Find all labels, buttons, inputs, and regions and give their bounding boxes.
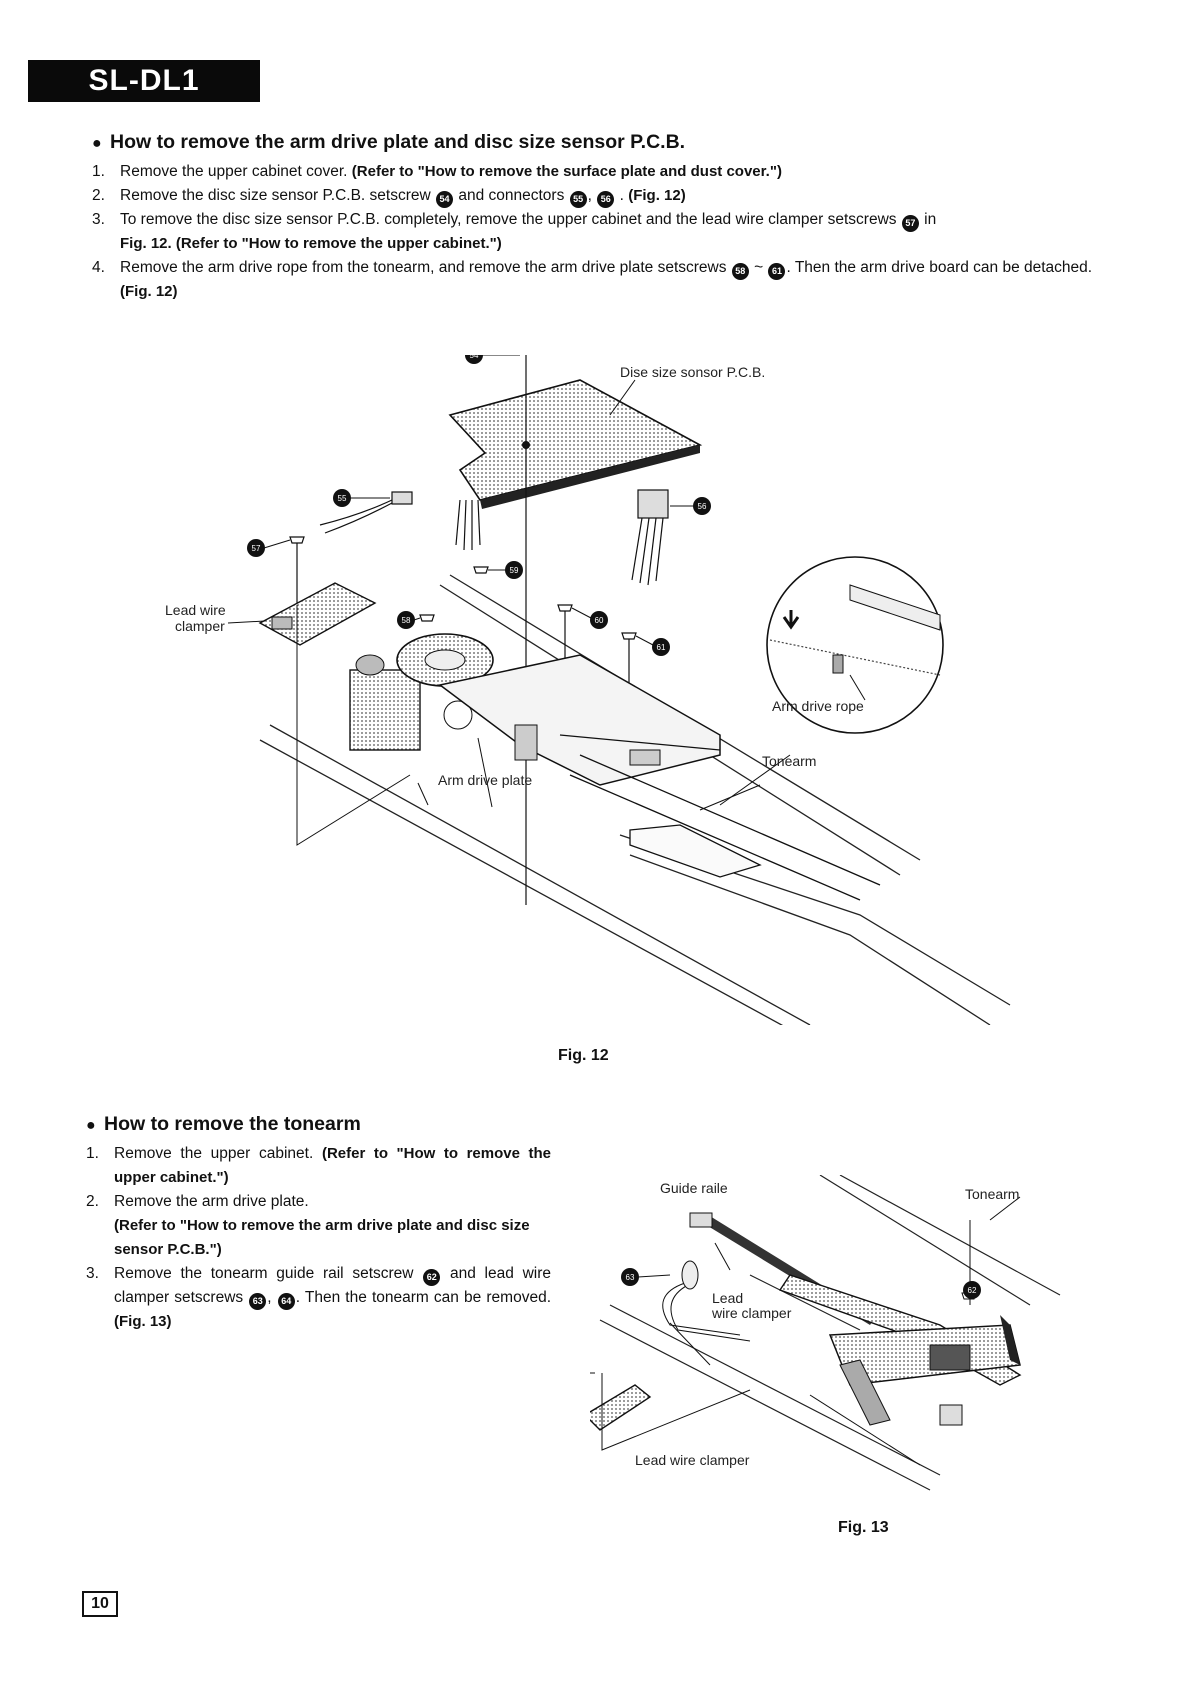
- section2-heading: ● How to remove the tonearm: [86, 1112, 551, 1138]
- section2-title: How to remove the tonearm: [104, 1113, 361, 1135]
- label-tonearm: Tonearm: [762, 753, 816, 769]
- lead-wire-clamper: [258, 582, 377, 646]
- callout-55-icon: 55: [569, 191, 587, 208]
- figure-12-caption: Fig. 12: [558, 1047, 609, 1064]
- arm-drive-rope-detail: [766, 556, 944, 734]
- motor-gear-assembly: [349, 633, 494, 751]
- callout-56-icon: 56: [597, 191, 615, 208]
- svg-text:63: 63: [626, 1273, 635, 1282]
- fig13-lead-wire-clamper: [590, 1373, 652, 1435]
- label-clamper: clamper: [175, 618, 225, 634]
- svg-text:61: 61: [657, 643, 666, 652]
- svg-text:62: 62: [968, 1286, 977, 1295]
- label-arm-drive-plate: Arm drive plate: [438, 772, 532, 788]
- screws: [289, 536, 637, 690]
- callout-57-icon: 57: [901, 215, 919, 232]
- bullet-icon: ●: [92, 135, 102, 152]
- svg-text:56: 56: [698, 502, 707, 511]
- section-arm-drive-plate: ● How to remove the arm drive plate and d…: [92, 130, 1122, 304]
- page-number: 10: [82, 1591, 118, 1617]
- section1-step-1: 1. Remove the upper cabinet cover. (Refe…: [92, 163, 782, 180]
- section-tonearm: ● How to remove the tonearm 1. Remove the…: [86, 1112, 551, 1334]
- label-wire-clamper: wire clamper: [711, 1305, 792, 1321]
- label-arm-drive-rope: Arm drive rope: [772, 698, 864, 714]
- section2-step-1: 1. Remove the upper cabinet. (Refer to "…: [86, 1145, 551, 1186]
- callout-64-icon: 64: [277, 1293, 295, 1310]
- label-lead-wire-clamper: Lead wire clamper: [635, 1452, 750, 1468]
- tonearm-assembly: [778, 1274, 1022, 1466]
- callout-62-icon: 62: [423, 1269, 441, 1286]
- fig13-callouts: 62 63 64: [590, 1268, 981, 1374]
- tonearm-tray: [569, 754, 881, 901]
- section1-step-4: 4. Remove the arm drive rope from the to…: [92, 259, 1093, 300]
- figure-13-drawing: 62 63 64 Guide raile Tonearm Lead wire c…: [590, 1175, 1061, 1491]
- label-lead: Lead: [712, 1290, 743, 1306]
- svg-text:54: 54: [470, 355, 479, 360]
- disc-size-sensor-pcb: [448, 355, 703, 905]
- callout-61-icon: 61: [768, 263, 786, 280]
- svg-text:55: 55: [338, 494, 347, 503]
- callout-63-icon: 63: [249, 1293, 267, 1310]
- section1-step-2: 2. Remove the disc size sensor P.C.B. se…: [92, 184, 1122, 208]
- bullet-icon: ●: [86, 1117, 96, 1134]
- label-guide-raile: Guide raile: [660, 1180, 728, 1196]
- svg-text:58: 58: [402, 616, 411, 625]
- svg-text:57: 57: [252, 544, 261, 553]
- figure-12-drawing: 54 55 56 57 58 59 60 61 Dise size sonsor…: [165, 355, 1011, 1025]
- fig13-wires: [662, 1260, 751, 1342]
- svg-text:60: 60: [595, 616, 604, 625]
- arm-drive-plate: [438, 654, 721, 786]
- section1-title: How to remove the arm drive plate and di…: [110, 131, 686, 153]
- callout-58-icon: 58: [731, 263, 749, 280]
- label-lead-wire: Lead wire: [165, 602, 226, 618]
- fig13-chassis: [599, 1175, 1061, 1491]
- section1-step-3: 3. To remove the disc size sensor P.C.B.…: [92, 211, 937, 252]
- leader-lines: [227, 379, 791, 846]
- figure-13-caption: Fig. 13: [838, 1519, 889, 1536]
- model-badge: SL-DL1: [28, 60, 260, 102]
- figure-12: 54 55 56 57 58 59 60 61 Dise size sonsor…: [160, 355, 1020, 1025]
- fig12-callouts: 54 55 56 57 58 59 60 61: [247, 355, 711, 656]
- label-disc-size-sensor: Dise size sonsor P.C.B.: [620, 364, 765, 380]
- callout-54-icon: 54: [436, 191, 454, 208]
- label-tonearm-13: Tonearm: [965, 1186, 1019, 1202]
- connector-wires: [319, 489, 669, 586]
- section2-steps: 1. Remove the upper cabinet. (Refer to "…: [86, 1142, 551, 1334]
- section2-step-3: 3. Remove the tonearm guide rail setscre…: [86, 1265, 552, 1330]
- figure-13: 62 63 64 Guide raile Tonearm Lead wire c…: [590, 1175, 1150, 1505]
- section2-step-2: 2. Remove the arm drive plate. (Refer to…: [86, 1193, 530, 1258]
- svg-text:59: 59: [510, 566, 519, 575]
- section1-steps: 1. Remove the upper cabinet cover. (Refe…: [92, 160, 1122, 304]
- section1-heading: ● How to remove the arm drive plate and d…: [92, 130, 1122, 156]
